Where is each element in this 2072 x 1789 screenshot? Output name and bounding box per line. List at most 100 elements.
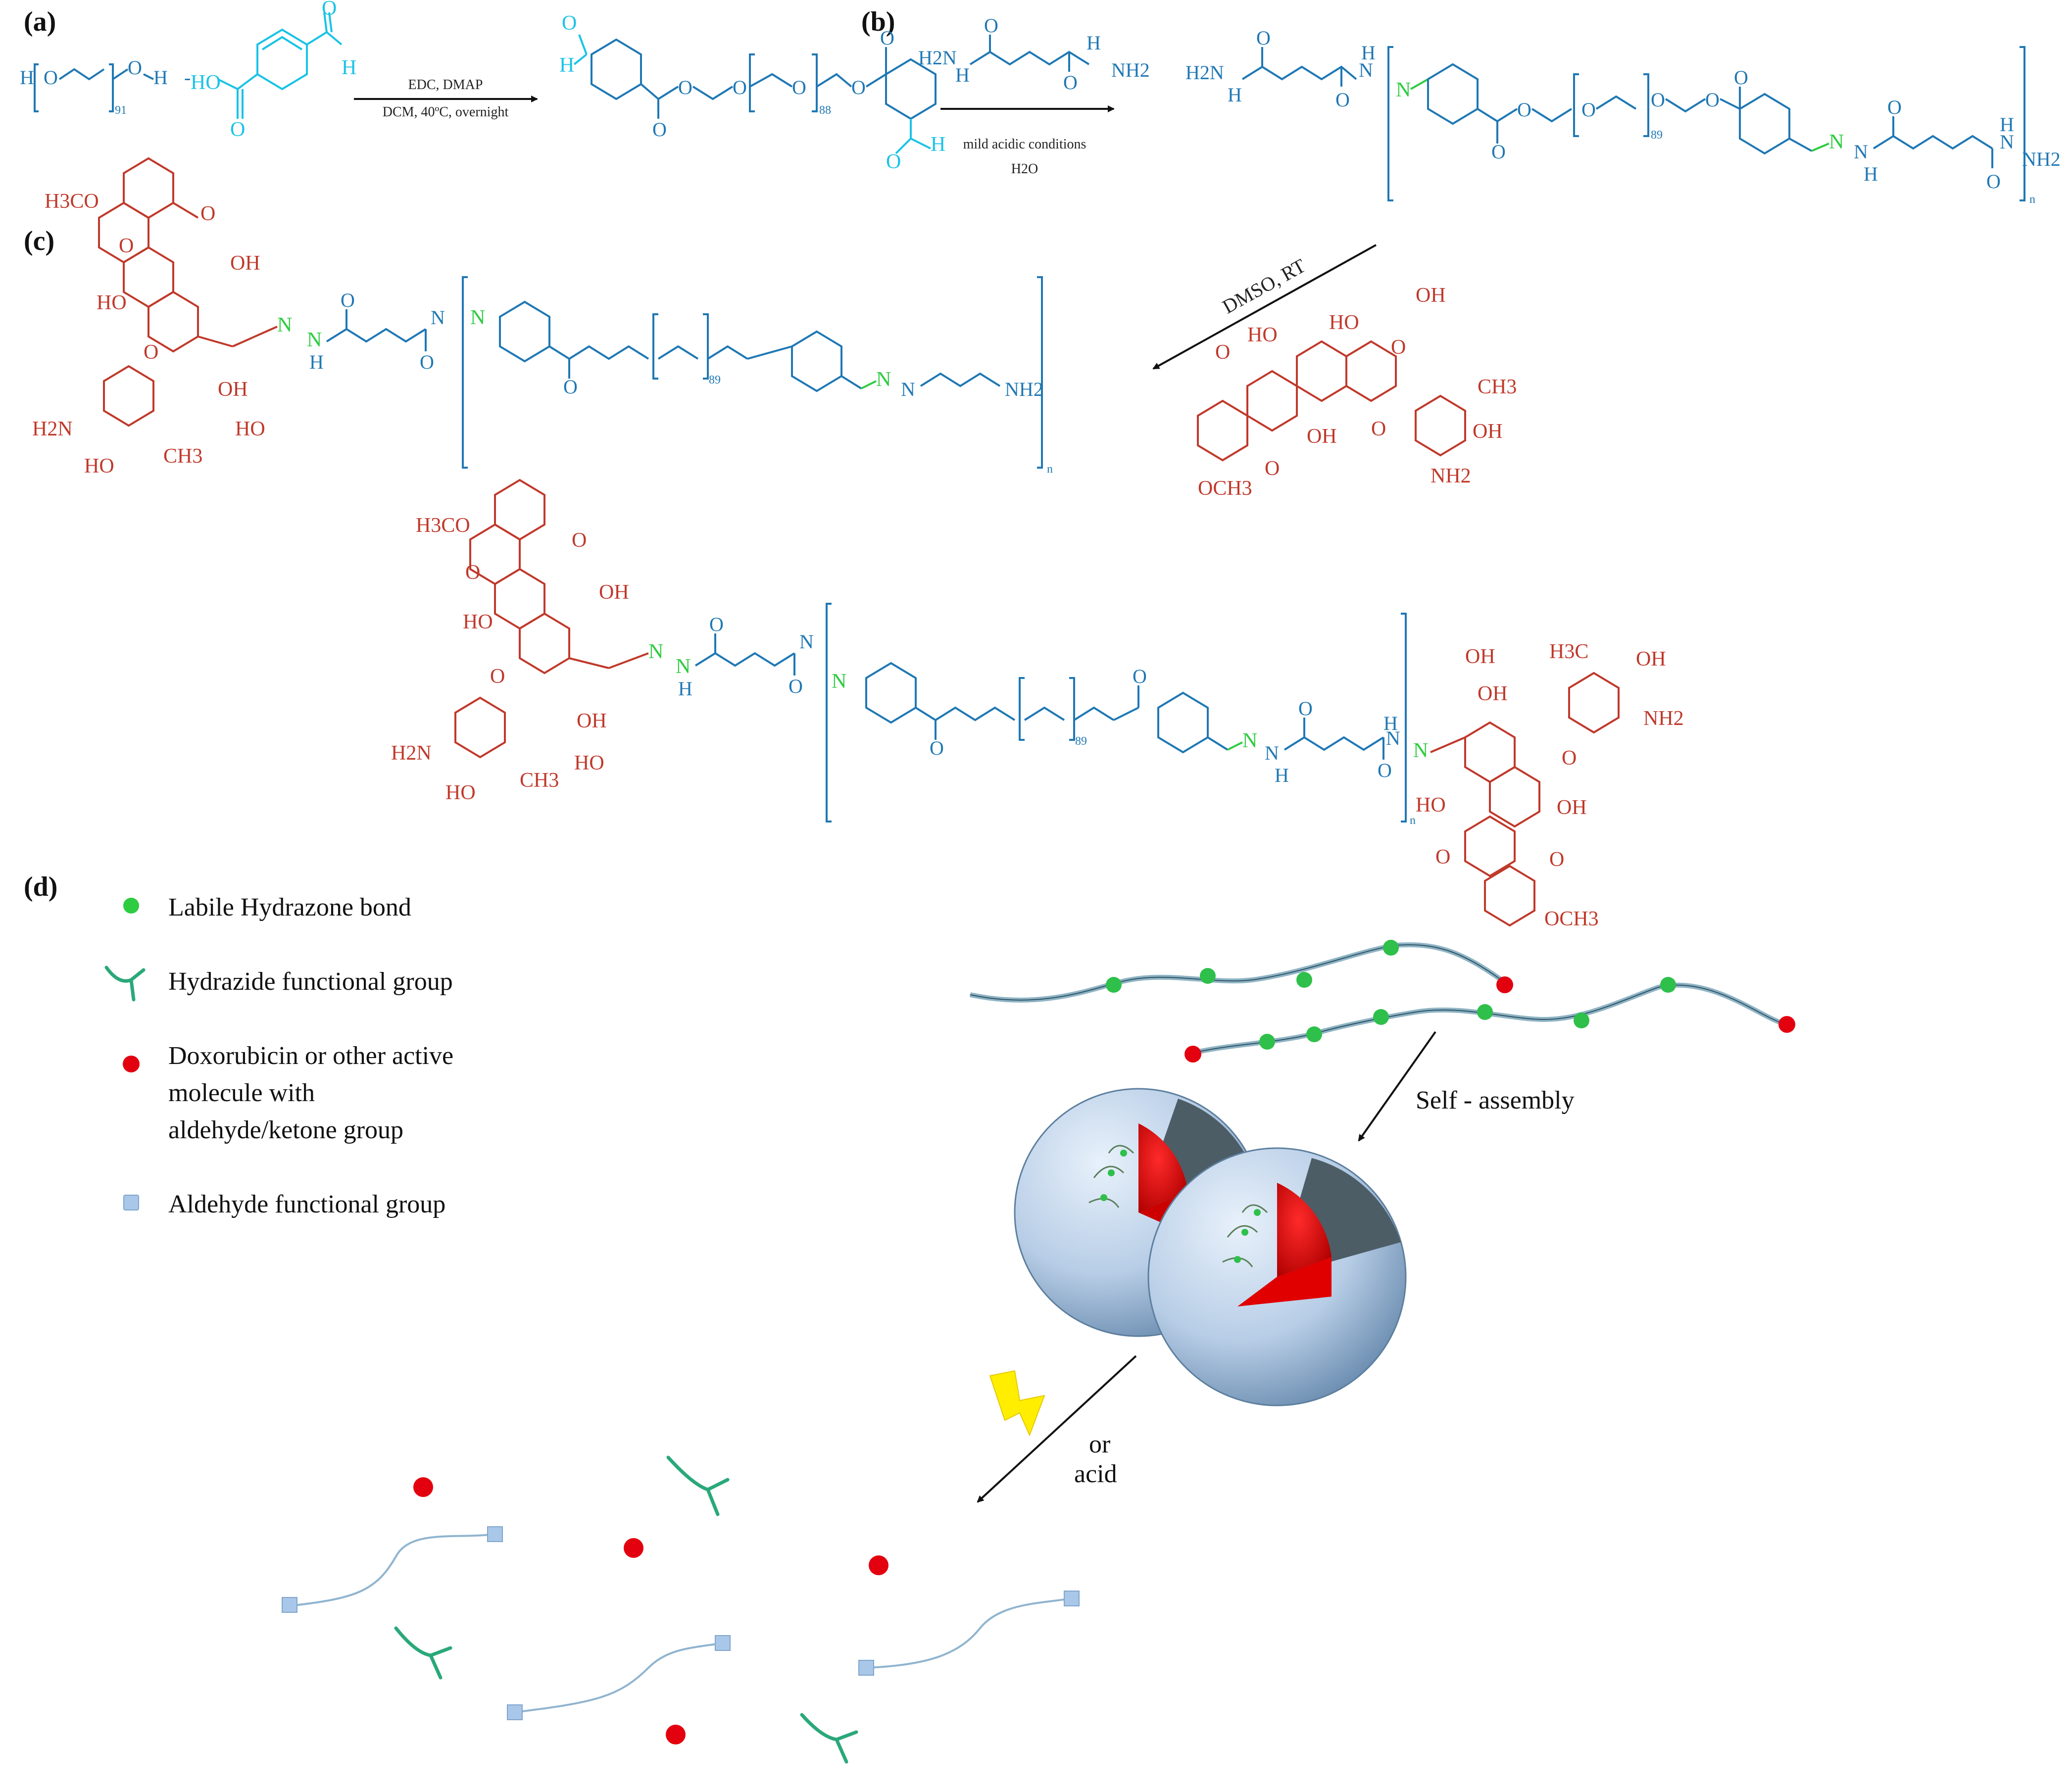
red-dot-icon (666, 1725, 686, 1744)
bis-r-o3: O (1549, 848, 1564, 871)
poly-b-n-label: n (2029, 193, 2035, 206)
bis-o9: O (1378, 759, 1392, 781)
reaction-arrow-c (1152, 244, 1377, 370)
product-a-o-right: O (886, 150, 901, 173)
product-a-ester-o1: O (652, 118, 667, 141)
bis-ho2: HO (574, 752, 604, 774)
dox1-ch3: CH3 (163, 445, 202, 468)
dox-free-nh2: NH2 (1431, 465, 1471, 487)
bis-h3co: H3CO (416, 514, 470, 537)
poly-b-o1: O (1256, 27, 1271, 49)
poly-b-o6: O (1651, 89, 1665, 111)
bis-oh1: OH (599, 581, 629, 604)
dox-conjugate-bis: H3CO O O OH HO O OH HO H2N HO CH3 N N H … (391, 479, 1684, 930)
hydrazone-dot (1660, 977, 1676, 993)
bis-o5: O (789, 675, 803, 697)
poly-b-n3: N (1854, 141, 1868, 163)
bis-o6: O (930, 737, 944, 759)
dox1-ho2: HO (235, 418, 265, 440)
bis-n2: N (676, 655, 691, 678)
poly-b-h2n: H2N (1185, 61, 1224, 84)
dox-free-oh: OH (1416, 284, 1446, 307)
dox1-n6: N (901, 378, 915, 400)
peg-right-h: H (153, 66, 168, 89)
hydrazide-icon (394, 1626, 452, 1680)
dox-end-dot (1184, 1046, 1201, 1063)
poly-b-o2: O (1335, 89, 1350, 111)
dox-free-ho2: HO (1329, 311, 1359, 334)
dox-free-o3: O (1371, 418, 1386, 440)
dox1-hydrazone-n: N (277, 314, 292, 337)
polymer-chains (969, 940, 1795, 1063)
bis-o2: O (465, 561, 480, 584)
dox1-h3co: H3CO (45, 190, 99, 213)
hydrazide-peg-polymer-structure: H2N H O O H N N O O O 89 O O (1185, 27, 2061, 206)
hydrazone-dot (1574, 1013, 1589, 1028)
red-dot-icon (123, 1056, 140, 1072)
dox-free-och3: OCH3 (1198, 477, 1252, 500)
dox1-o1: O (200, 202, 215, 225)
acid-carboxyl-ho: HO (191, 71, 221, 94)
red-dot-icon (413, 1477, 433, 1497)
dox-free-oh3: OH (1473, 420, 1503, 443)
adh-h-right: H (1086, 32, 1101, 54)
panel-letter-c: (c) (24, 226, 54, 256)
bis-r-o2: O (1435, 846, 1450, 869)
bis-repeat: 89 (1075, 735, 1087, 748)
bis-r-oh4: OH (1557, 796, 1587, 819)
conditions-a-top: EDC, DMAP (408, 77, 483, 93)
poly-b-o3: O (1491, 141, 1506, 163)
legend-item-hydrazone: Labile Hydrazone bond (123, 893, 411, 921)
scheme-c: H3CO O O OH HO O OH HO H2N HO CH3 N N H … (32, 157, 1684, 930)
hydrazide-icon (666, 1455, 730, 1516)
product-a-h-right: H (931, 133, 945, 156)
bis-ho1: HO (463, 611, 493, 633)
poly-b-h1: H (1228, 84, 1242, 106)
trigger-acid-label: acid (1074, 1460, 1117, 1488)
bis-r-oh3: OH (1636, 648, 1666, 671)
adh-h2n: H2N (918, 47, 957, 69)
legend-label-dox-line2: molecule with (168, 1079, 315, 1107)
bis-o3: O (490, 665, 505, 688)
scheme-b: H2N H O O H NH2 mild acidic conditions H… (918, 14, 2061, 206)
poly-b-o9: O (1887, 96, 1902, 118)
dox1-n-label: n (1047, 463, 1053, 476)
hydrazide-icon (104, 966, 146, 1002)
dox1-n4: N (470, 306, 485, 329)
panel-letter-a: (a) (24, 6, 56, 37)
dox1-n5: N (876, 368, 891, 391)
free-doxorubicin-structure: HO HO OH O O O OH OCH3 O CH3 OH NH2 (1197, 284, 1517, 500)
bis-n3: N (799, 630, 814, 653)
dox-free-oh2: OH (1307, 425, 1337, 448)
legend-label-aldehyde: Aldehyde functional group (168, 1190, 445, 1218)
adh-o-left: O (984, 14, 998, 37)
poly-b-repeat: 89 (1651, 129, 1663, 142)
bis-r-o1: O (1562, 747, 1577, 770)
red-dot-icon (869, 1555, 888, 1575)
legend-label-dox-line3: aldehyde/ketone group (168, 1116, 403, 1144)
conditions-c: DMSO, RT (1219, 254, 1309, 318)
dox1-h2n: H2N (32, 418, 73, 440)
peg-diol-structure: H O 91 O H (20, 56, 168, 117)
blue-square-icon (1064, 1591, 1080, 1606)
dox1-nh2: NH2 (1005, 378, 1043, 400)
poly-b-h2: H (1361, 42, 1376, 64)
bis-n5: N (1242, 729, 1257, 752)
bis-ch3: CH3 (520, 769, 559, 792)
bis-o1: O (572, 529, 587, 552)
red-dot-icon (624, 1538, 643, 1558)
poly-b-o5: O (1581, 98, 1596, 121)
dox-free-o1: O (1215, 341, 1230, 364)
self-assembly-arrow (1358, 1031, 1436, 1142)
blue-square-icon (487, 1526, 503, 1542)
dox1-oh2: OH (218, 378, 248, 401)
hydrazone-dot (1306, 1026, 1322, 1042)
scheme-a: H O 91 O H - O H O HO (20, 0, 945, 173)
dox-free-ho1: HO (1247, 324, 1278, 346)
hydrazone-dot (1383, 940, 1399, 956)
lightning-bolt-icon (989, 1370, 1045, 1437)
dox1-o4: O (341, 289, 355, 311)
product-a-o-left: O (562, 12, 577, 35)
dox-free-o2: O (1265, 457, 1280, 480)
hydrazone-dot (1477, 1004, 1493, 1020)
